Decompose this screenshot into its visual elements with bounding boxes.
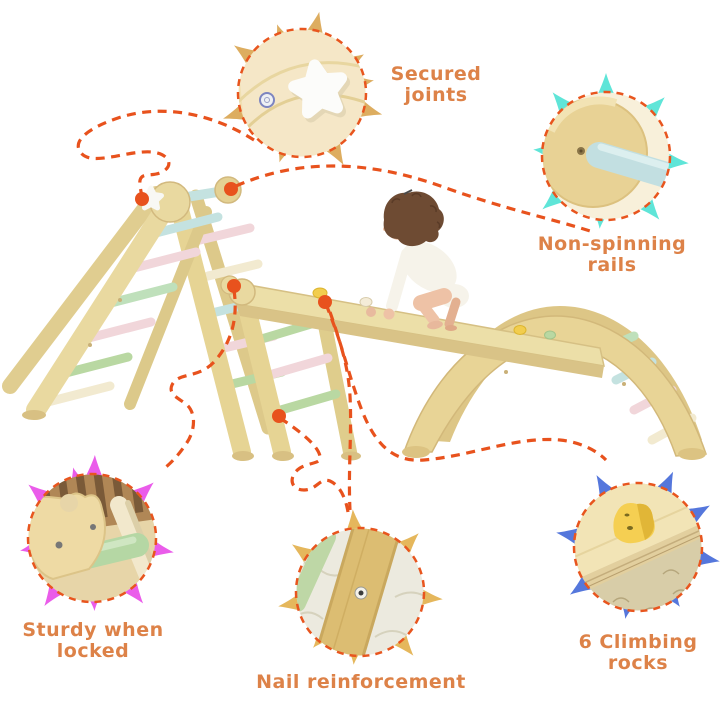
- connector-secured-joints: [76, 109, 255, 198]
- callout-photo-nailed-beam: [296, 528, 424, 656]
- label-line: joints: [404, 84, 468, 107]
- connector-lines: [76, 109, 608, 513]
- feature-label-sturdy-when-locked: Sturdy when locked: [22, 619, 164, 663]
- feature-badge-secured-joints: [217, 8, 387, 178]
- feature-badge-climbing-rocks: [553, 462, 720, 632]
- feature-badge-nail-reinforcement: [275, 507, 445, 677]
- connector-nail-reinforcement-a: [279, 416, 350, 513]
- feature-badge-sturdy-when-locked: [7, 453, 177, 623]
- label-line: Nail reinforcement: [256, 671, 466, 693]
- label-line: Sturdy when: [22, 619, 164, 641]
- callout-photo-fixed-rail: [542, 92, 670, 220]
- label-line: rails: [587, 254, 637, 277]
- label-line: Non-spinning: [537, 233, 687, 255]
- connector-climbing-rocks: [328, 311, 608, 462]
- label-line: rocks: [607, 652, 669, 675]
- callout-photo-star-joint: [238, 29, 366, 157]
- feature-badge-non-spinning-rails: [521, 71, 691, 241]
- feature-label-nail-reinforcement: Nail reinforcement: [256, 671, 466, 693]
- callout-photo-climbing-rock: [574, 483, 702, 611]
- anchor-dots: [135, 182, 332, 423]
- label-line: locked: [56, 640, 130, 663]
- feature-label-secured-joints: Secured joints: [390, 63, 482, 107]
- connector-sturdy-when-locked: [164, 289, 237, 469]
- connector-nail-reinforcement-b: [324, 303, 353, 511]
- label-line: 6 Climbing: [578, 631, 698, 653]
- label-line: Secured: [390, 63, 482, 85]
- toddler: [366, 189, 469, 331]
- feature-label-climbing-rocks: 6 Climbing rocks: [578, 631, 698, 675]
- callout-photo-locking-bracket: [28, 474, 156, 602]
- feature-label-non-spinning-rails: Non-spinning rails: [537, 233, 687, 277]
